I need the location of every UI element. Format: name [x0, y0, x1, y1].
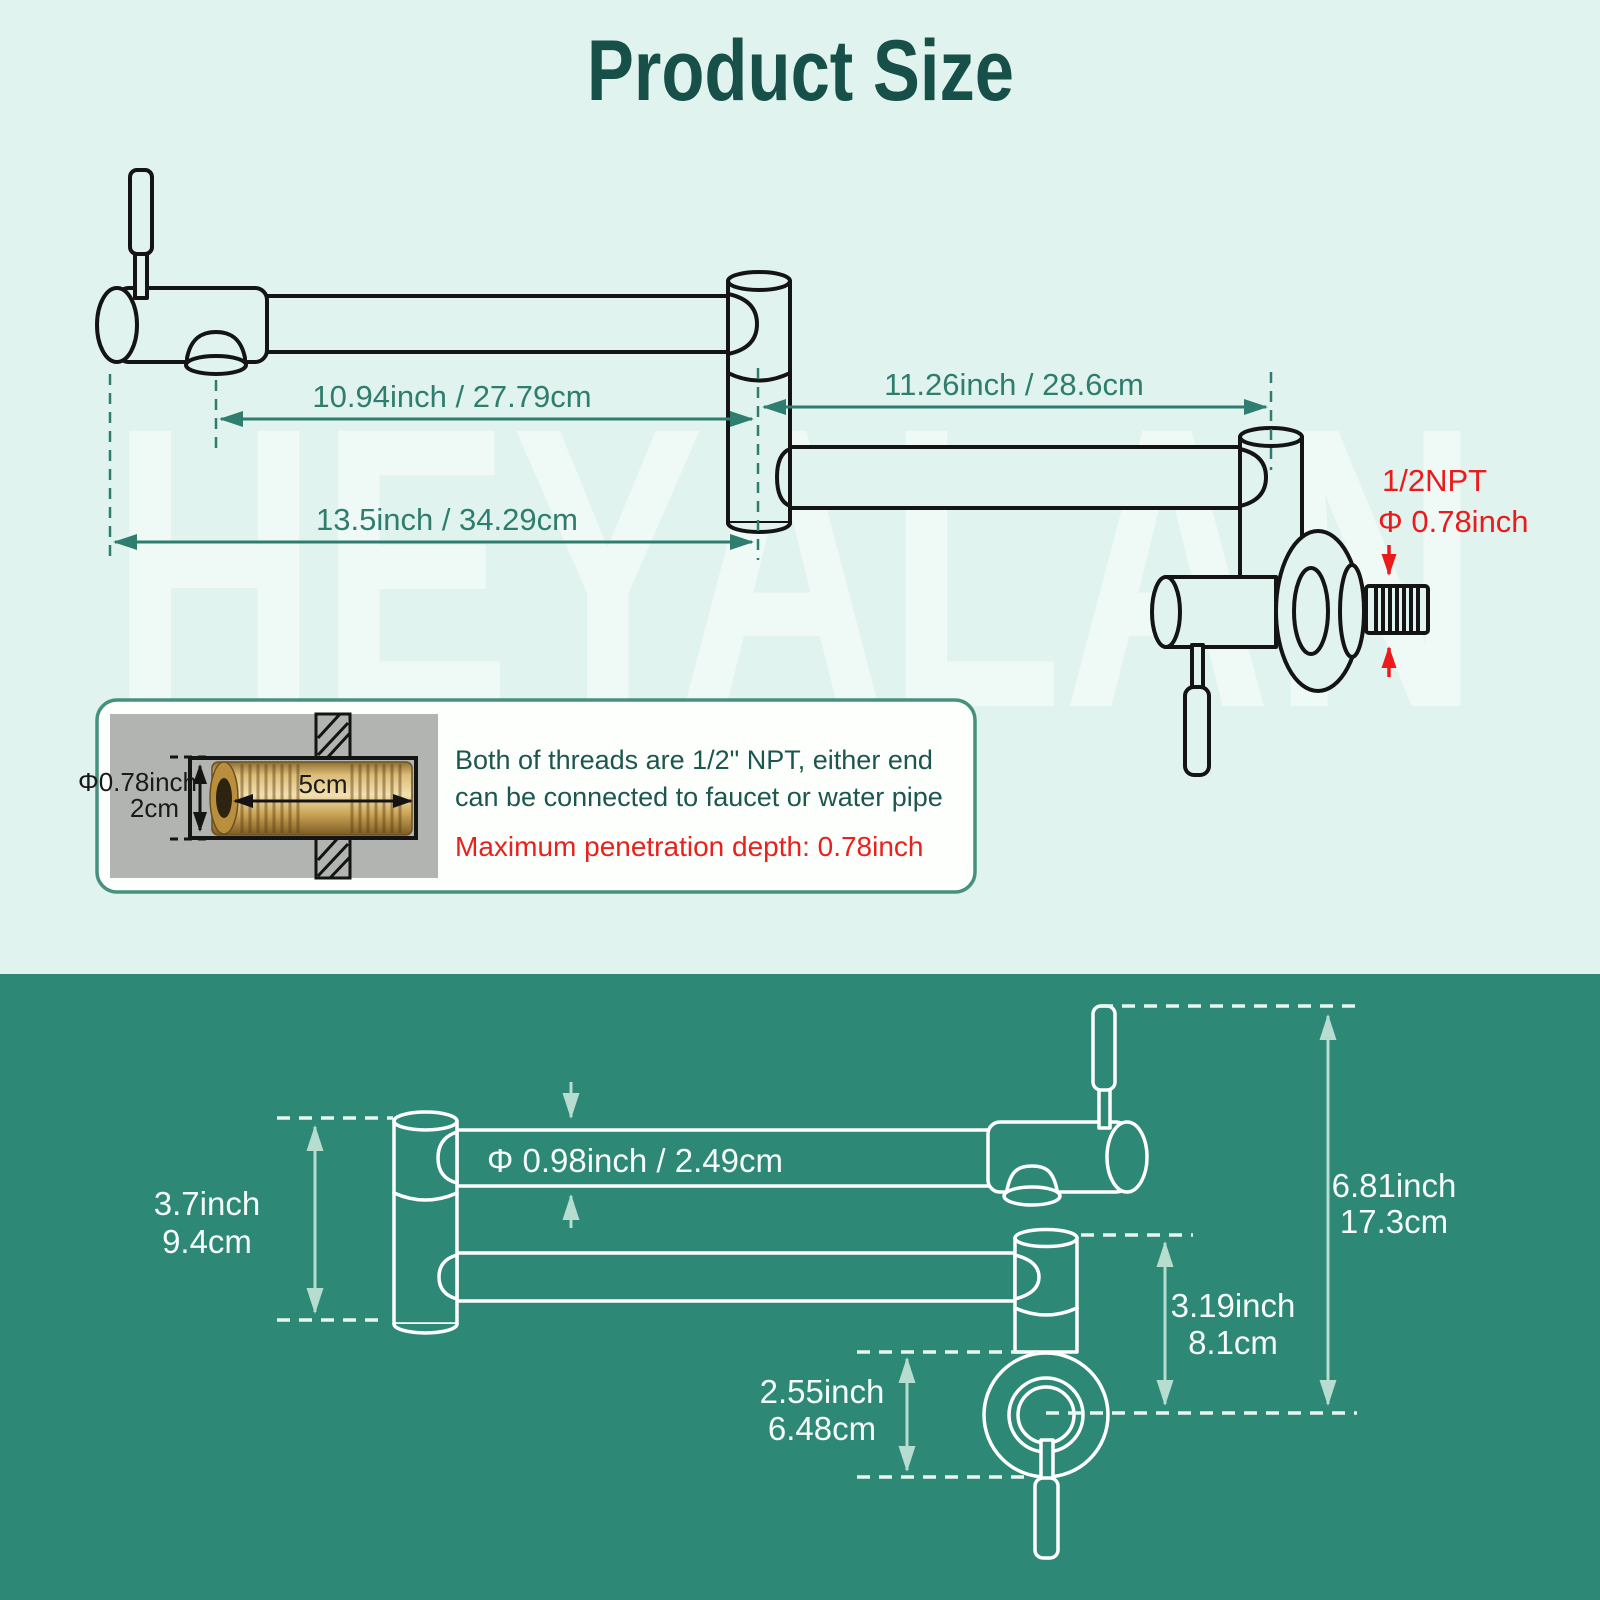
wall-flange-washer	[1338, 563, 1366, 659]
folded-faucet-diagram: 3.7inch 9.4cm Φ 0.98inch / 2.49cm 6.81in…	[154, 1004, 1457, 1560]
center-joint-top	[726, 270, 792, 292]
thread-callout: 1/2NPT Φ 0.78inch	[1378, 463, 1529, 677]
folded-lower-arm	[455, 1251, 1017, 1303]
folded-spout-mouth	[1002, 1185, 1062, 1207]
wall-flange-inner	[1292, 566, 1330, 656]
dim-label-wallpipe-inch: 3.19inch	[1171, 1287, 1296, 1324]
wall-pipe-seam	[1013, 1306, 1079, 1317]
dim-label-pipe-diameter: Φ 0.98inch / 2.49cm	[487, 1142, 783, 1179]
folded-lever-grip	[1091, 1004, 1117, 1092]
lower-arm-left-cap	[437, 1253, 459, 1301]
dim-label-overall-height-cm: 17.3cm	[1340, 1203, 1448, 1240]
wall-pipe-top	[1013, 1227, 1079, 1249]
dim-label-flange-inch: 2.55inch	[760, 1373, 885, 1410]
upper-arm-pipe	[250, 294, 742, 354]
nipple-length-label: 5cm	[298, 769, 347, 799]
threaded-nipple	[1364, 584, 1430, 635]
nipple-diameter-cm-label: 2cm	[130, 793, 179, 823]
spout-head-endcap	[95, 286, 139, 364]
nipple-dimension-marks	[170, 755, 413, 841]
lever1-grip	[128, 168, 154, 256]
lever2-stem	[1190, 643, 1205, 691]
product-size-folded-view-section: 3.7inch 9.4cm Φ 0.98inch / 2.49cm 6.81in…	[0, 974, 1600, 1600]
dim-label-overall-height-inch: 6.81inch	[1332, 1167, 1457, 1204]
folded-faucet-drawing	[392, 1004, 1149, 1560]
inset-note-line2: can be connected to faucet or water pipe	[455, 782, 943, 812]
inset-warning: Maximum penetration depth: 0.78inch	[455, 831, 924, 862]
valve-lever-grip	[1033, 1476, 1060, 1560]
product-size-extended-view-section: Product Size HEYALAN	[0, 23, 1600, 894]
valve-lever-stem	[1039, 1438, 1055, 1482]
dim-label-overall-reach: 13.5inch / 34.29cm	[316, 502, 578, 537]
thread-diameter-label: Φ 0.78inch	[1378, 504, 1529, 539]
nipple-outline-rect	[188, 756, 418, 840]
upper-arm-cap	[436, 1130, 459, 1185]
center-joint-seam	[726, 371, 792, 383]
dim-label-joint-height-cm: 9.4cm	[162, 1223, 252, 1260]
valve-tee-body	[1164, 575, 1278, 649]
lever2-grip	[1183, 685, 1211, 777]
nipple-inset-box: Φ0.78inch 2cm 5cm Both of threads are 1/…	[78, 698, 977, 894]
extended-faucet-drawing	[95, 168, 1430, 777]
folded-joint-top	[392, 1110, 459, 1132]
dim-label-flange-cm: 6.48cm	[768, 1410, 876, 1447]
spout-mouth	[184, 354, 248, 376]
dim-label-spout-to-joint: 10.94inch / 27.79cm	[312, 379, 591, 414]
thread-type-label: 1/2NPT	[1382, 463, 1487, 498]
lower-arm-right-cap	[1238, 447, 1268, 508]
extended-faucet-diagram: HEYALAN	[78, 168, 1529, 894]
folded-upper-arm	[455, 1128, 992, 1188]
bottom-dimensions: 3.7inch 9.4cm Φ 0.98inch / 2.49cm 6.81in…	[154, 1004, 1457, 1479]
folded-lever-stem	[1097, 1084, 1112, 1130]
inset-note-line1: Both of threads are 1/2" NPT, either end	[455, 745, 933, 775]
lower-arm-left-cap	[775, 447, 792, 508]
folded-spout-endcap	[1105, 1120, 1149, 1194]
dim-label-joint-height-inch: 3.7inch	[154, 1185, 260, 1222]
folded-joint-seam	[392, 1191, 459, 1202]
dim-label-wallpipe-cm: 8.1cm	[1188, 1324, 1278, 1361]
dim-label-joint-to-wall: 11.26inch / 28.6cm	[884, 367, 1144, 402]
top-dimensions: 10.94inch / 27.79cm 13.5inch / 34.29cm 1…	[108, 367, 1273, 564]
valve-tee-endcap	[1150, 575, 1182, 649]
nipple-diameter-label: Φ0.78inch	[78, 767, 197, 797]
page-title: Product Size	[586, 23, 1014, 119]
flange-inner-circle	[1016, 1385, 1076, 1445]
lower-arm-pipe	[788, 445, 1242, 510]
upper-arm-cap-arc	[726, 292, 759, 356]
folded-joint-bottom	[392, 1322, 459, 1335]
lower-arm-right-cap	[1013, 1253, 1041, 1301]
page-title-wrap: Product Size	[0, 23, 1600, 119]
